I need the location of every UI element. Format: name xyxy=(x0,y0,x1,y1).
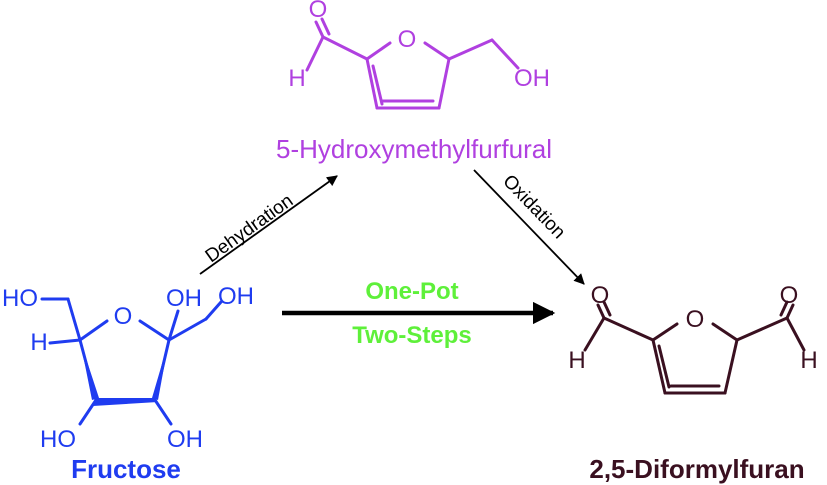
two-steps-label: Two-Steps xyxy=(352,322,472,349)
one-pot-label: One-Pot xyxy=(365,278,458,305)
fructose-name: Fructose xyxy=(71,454,181,484)
fructose-hydroxyl-top-left: HO xyxy=(2,285,38,312)
dff-left-aldehyde-hydrogen: H xyxy=(568,347,585,374)
fructose-hydroxyl-anomeric: OH xyxy=(166,285,202,312)
hmf-hydroxyl: OH xyxy=(514,65,550,92)
hmf-aldehyde-hydrogen: H xyxy=(288,65,305,92)
hmf-name: 5-Hydroxymethylfurfural xyxy=(276,134,552,164)
fructose-ring-oxygen: O xyxy=(114,303,133,330)
fructose-hydroxyl-bottom-right: OH xyxy=(167,426,203,453)
dehydration-arrow xyxy=(199,175,338,275)
dff-ring-oxygen: O xyxy=(686,306,705,333)
hmf-structure xyxy=(305,17,520,110)
fructose-hydroxyl-bottom-left: HO xyxy=(40,426,76,453)
dff-left-aldehyde-oxygen: O xyxy=(591,282,610,309)
dehydration-label: Dehydration xyxy=(202,190,298,267)
fructose-hydrogen: H xyxy=(30,329,47,356)
dff-name: 2,5-Diformylfuran xyxy=(589,454,804,484)
fructose-wedge-left xyxy=(80,340,99,400)
fructose-wedge-bond xyxy=(93,398,158,406)
dff-right-aldehyde-hydrogen: H xyxy=(800,347,817,374)
dff-right-aldehyde-oxygen: O xyxy=(780,282,799,309)
hmf-aldehyde-oxygen: O xyxy=(309,0,328,23)
oxidation-arrow xyxy=(473,169,585,285)
fructose-wedge-right xyxy=(152,340,169,400)
dff-structure xyxy=(583,300,806,395)
hmf-ring-oxygen: O xyxy=(398,26,417,53)
fructose-hydroxyl-top-right: OH xyxy=(218,283,254,310)
